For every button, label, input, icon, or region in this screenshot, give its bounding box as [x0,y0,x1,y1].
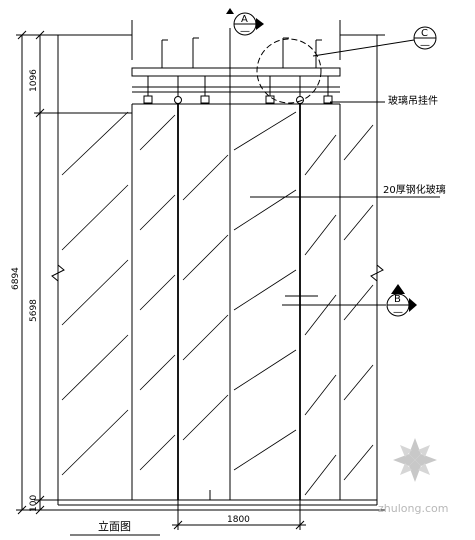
section-mark-b-sub: — [393,307,403,318]
drawing-title: 立面图 [98,519,131,533]
dim-bottom-base: 100 [29,495,39,512]
section-mark-c-sub: — [420,40,430,51]
floor-base [40,499,385,511]
section-mark-a: A — [226,8,264,50]
hanger-label: 玻璃吊挂件 [388,94,438,107]
dim-top-section: 1096 [29,69,39,92]
zhulong-logo-icon [393,438,437,482]
horizontal-dimension [172,500,306,530]
ceiling-structure [58,20,385,105]
section-mark-b: B — [282,284,417,318]
section-mark-b-letter: B [394,294,401,305]
vertical-dimensions [16,30,132,515]
dim-width: 1800 [227,515,250,525]
glass-panel [131,50,341,500]
section-mark-a-sub: — [240,26,250,37]
section-mark-a-letter: A [241,14,248,25]
glass-hatch [61,111,374,496]
dim-glass-section: 5698 [29,299,39,322]
glass-hangers [143,37,333,104]
section-mark-c-letter: C [421,28,428,39]
watermark-text: zhulong.com [378,502,448,515]
section-mark-c: C — [312,26,437,57]
glass-label: 20厚钢化玻璃 [383,183,446,196]
dim-overall-height: 6894 [11,267,21,290]
watermark: zhulong.com [378,438,448,515]
side-walls [51,35,384,505]
detail-circle [256,38,322,104]
